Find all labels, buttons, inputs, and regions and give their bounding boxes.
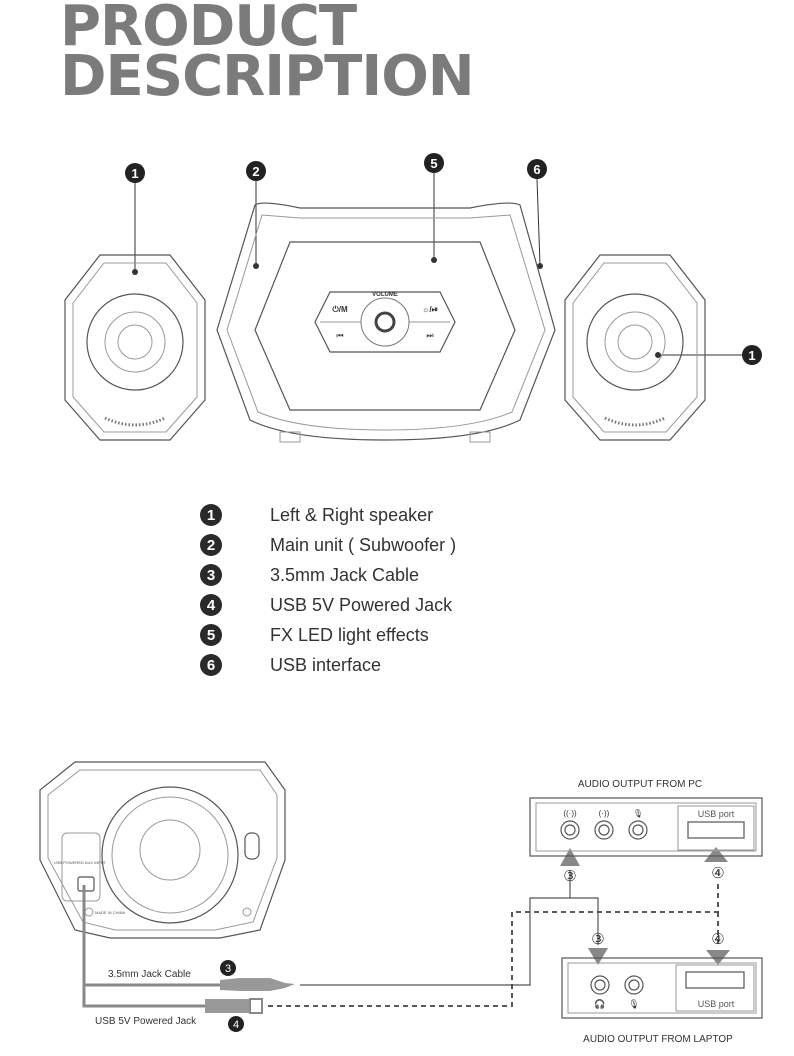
usb-port-laptop (685, 971, 745, 989)
svg-text:(·)): (·)) (599, 809, 610, 818)
main-unit-subwoofer (216, 202, 556, 443)
svg-text:🎙: 🎙 (628, 999, 639, 1009)
svg-text:④: ④ (711, 865, 724, 882)
callout-6: 6 (527, 159, 547, 269)
prev-button[interactable]: ⏮ (336, 331, 343, 340)
svg-text:③: ③ (563, 868, 576, 885)
callout-1-left: 1 (125, 163, 145, 275)
svg-text:③: ③ (591, 931, 604, 948)
svg-text:5: 5 (430, 156, 437, 171)
callout-2: 2 (246, 161, 266, 269)
svg-text:1: 1 (748, 348, 755, 363)
svg-text:USB POWERED AUX INPUT: USB POWERED AUX INPUT (54, 860, 107, 865)
svg-text:🎙: 🎙 (633, 809, 643, 818)
svg-text:🎧: 🎧 (594, 998, 605, 1009)
subwoofer-rear: USB POWERED AUX INPUT MADE IN CHINA (39, 761, 286, 939)
svg-text:AUDIO OUTPUT FROM PC: AUDIO OUTPUT FROM PC (578, 779, 702, 790)
control-panel: VOLUME ⏻/M ☼/⏯ ⏮ ⏭ (314, 291, 456, 353)
right-speaker (564, 254, 706, 441)
svg-text:1: 1 (131, 166, 138, 181)
laptop-audio-output: 🎧 🎙 USB port AUDIO OUTPUT FROM LAPTOP (561, 957, 763, 1045)
svg-text:2: 2 (252, 164, 259, 179)
callout-1-right: 1 (655, 345, 762, 365)
svg-text:MADE IN CHINA: MADE IN CHINA (95, 910, 126, 915)
cable-labels: 3.5mm Jack Cable USB 5V Powered Jack 3 4… (95, 865, 725, 1032)
svg-text:USB port: USB port (698, 809, 735, 819)
svg-text:AUDIO OUTPUT FROM LAPTOP: AUDIO OUTPUT FROM LAPTOP (583, 1034, 733, 1045)
svg-text:USB port: USB port (698, 999, 735, 1009)
svg-text:VOLUME: VOLUME (372, 292, 398, 298)
svg-text:4: 4 (233, 1019, 239, 1031)
svg-text:((·)): ((·)) (563, 809, 577, 818)
usb-port-pc (687, 821, 745, 839)
svg-text:USB 5V Powered Jack: USB 5V Powered Jack (95, 1016, 197, 1027)
callout-5: 5 (424, 153, 444, 263)
svg-text:6: 6 (533, 162, 540, 177)
svg-text:④: ④ (711, 931, 724, 948)
svg-text:3: 3 (225, 963, 231, 975)
power-mode-button[interactable]: ⏻/M (332, 305, 348, 314)
light-play-button[interactable]: ☼/⏯ (422, 305, 438, 314)
page-title: PRODUCT DESCRIPTION (60, 0, 475, 109)
volume-knob-icon[interactable] (374, 311, 396, 333)
svg-text:3.5mm Jack Cable: 3.5mm Jack Cable (108, 969, 191, 980)
next-button[interactable]: ⏭ (426, 331, 433, 340)
left-speaker (64, 254, 206, 441)
pc-audio-output: AUDIO OUTPUT FROM PC ((·)) (·)) 🎙 USB po… (529, 779, 763, 857)
